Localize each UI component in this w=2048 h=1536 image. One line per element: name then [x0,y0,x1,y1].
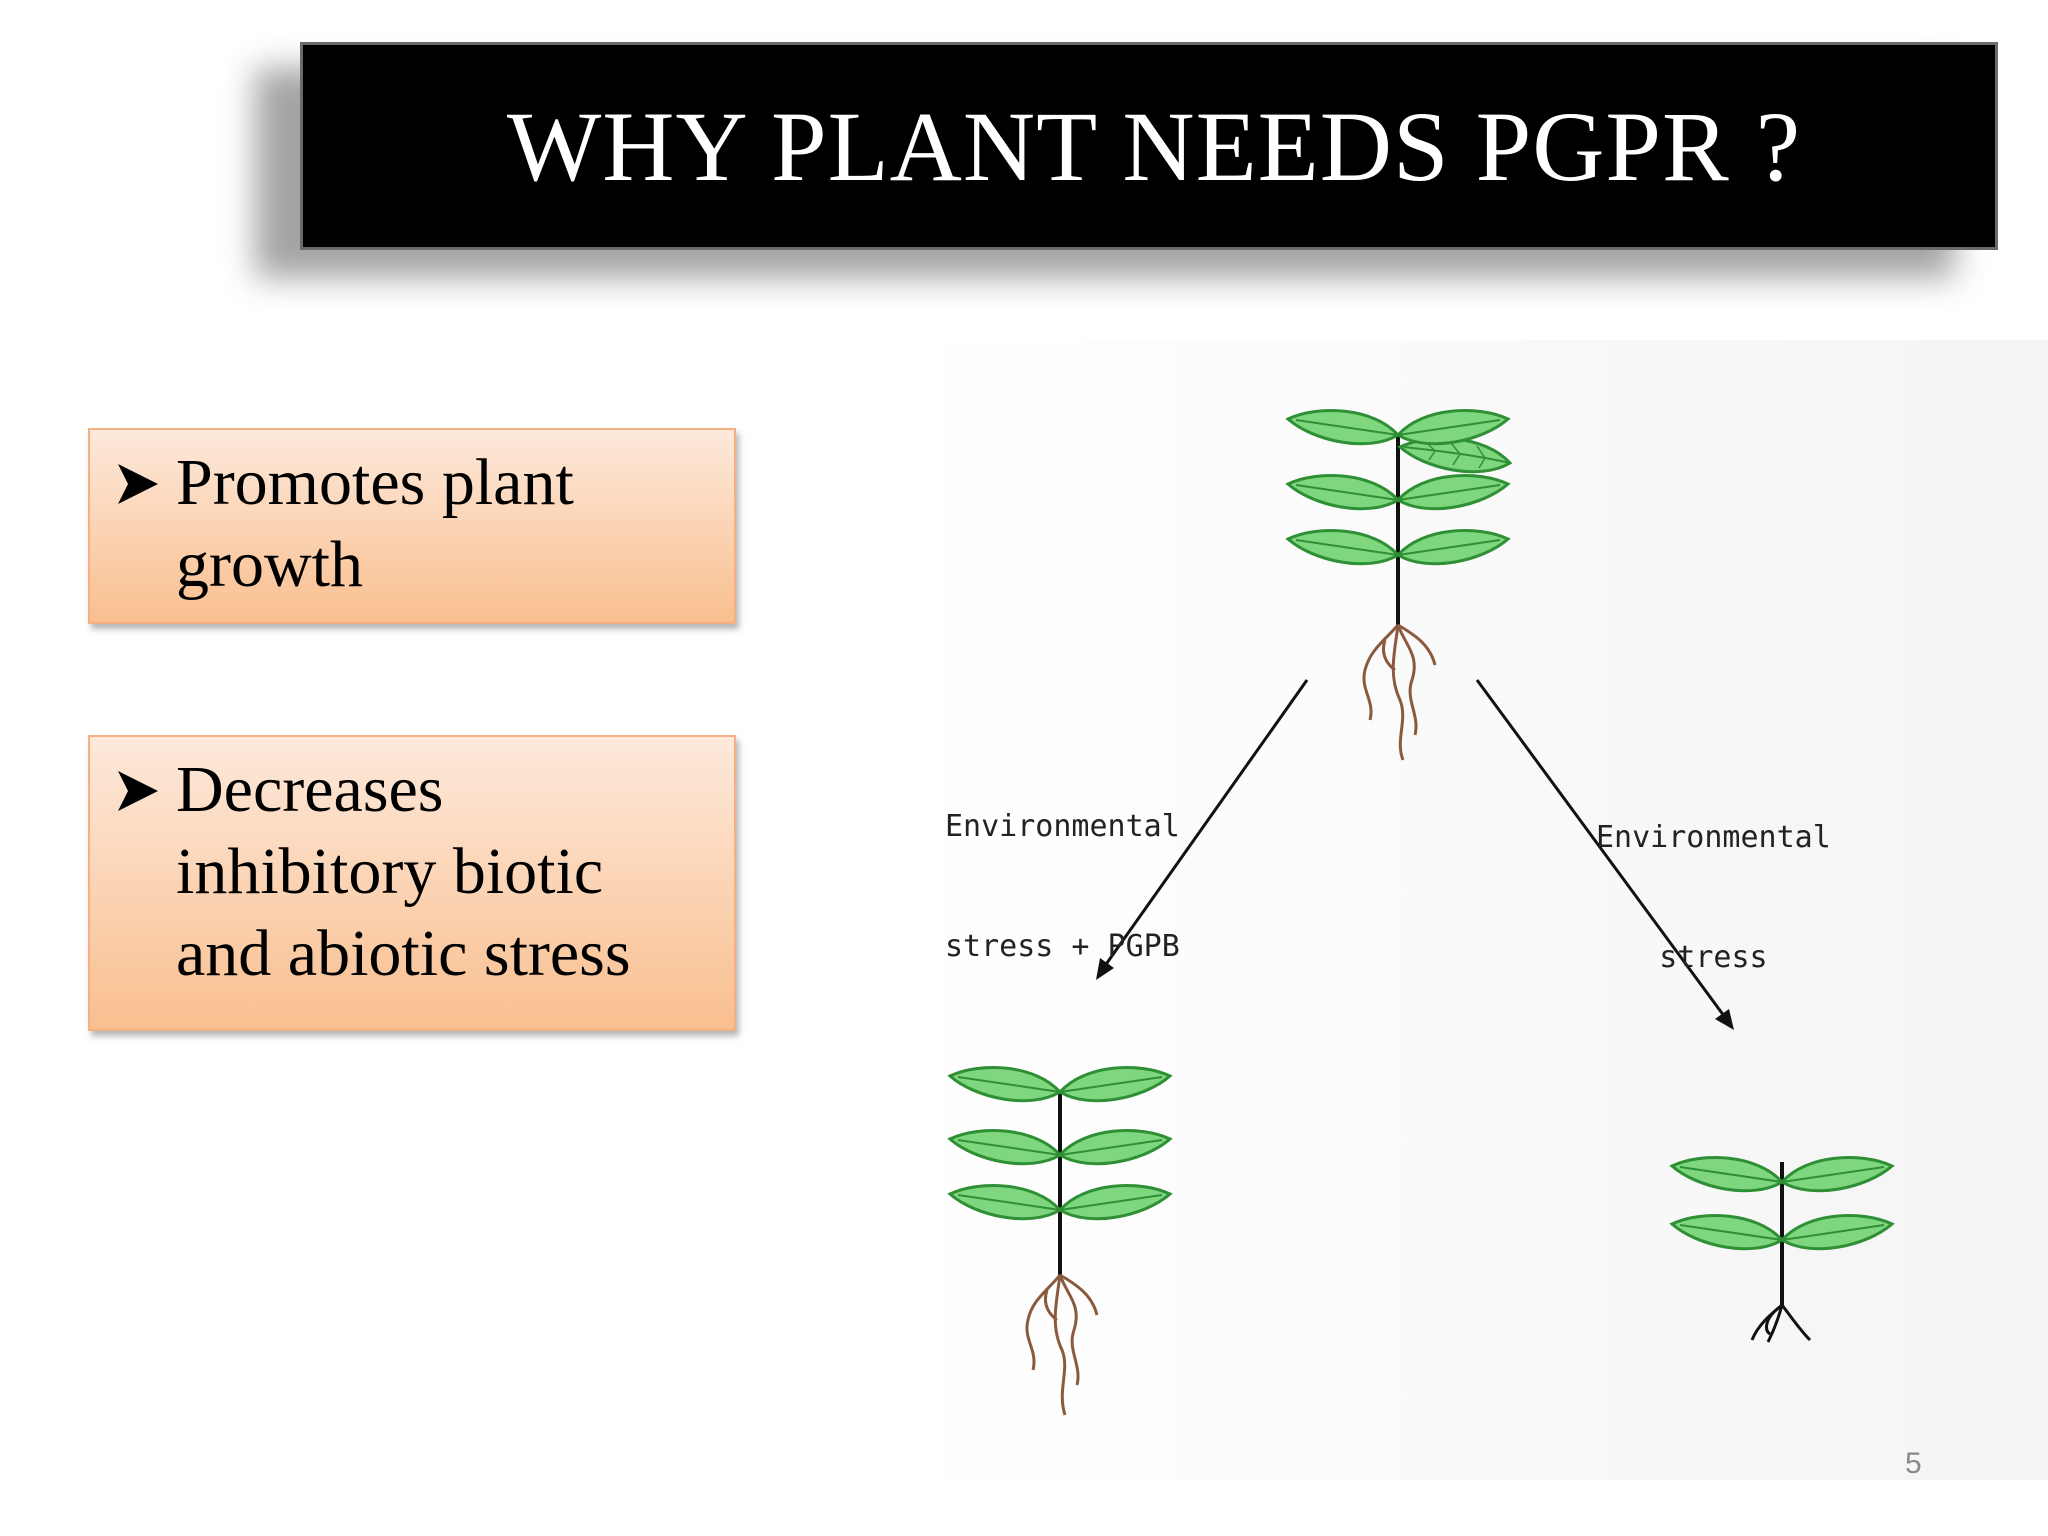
bullet-line: growth [176,528,363,601]
healthy-plant-top [1285,409,1512,761]
arrow-to-stressed-plant [1475,679,1734,1030]
bullet-line: inhibitory biotic [176,835,604,908]
arrowhead-bullet-icon [118,464,158,504]
plant-stress-diagram: Environmental stress + PGPB Environmenta… [900,340,2048,1480]
label-stress-only: Environmental stress [1596,738,1831,1058]
label-line: stress + PGPB [945,929,1180,964]
bullet-line: and abiotic stress [176,917,631,990]
arrow-to-pgpb-plant [1096,679,1309,980]
label-line: Environmental [945,809,1180,844]
pgpb-plant-bottom-left [947,1066,1173,1416]
label-stress-with-pgpb: Environmental stress + PGPB [945,727,1180,1047]
label-line: stress [1659,940,1768,975]
arrowhead-bullet-icon [118,771,158,811]
plant-illustration [947,409,1895,1416]
title-bar: WHY PLANT NEEDS PGPR ? [300,42,1998,250]
page-number: 5 [1905,1447,1922,1480]
slide-title: WHY PLANT NEEDS PGPR ? [506,90,1802,202]
bullet-box-decreases-stress: Decreases inhibitory biotic and abiotic … [88,735,736,1031]
stressed-plant-bottom-right [1669,1156,1895,1343]
bullet-line: Promotes plant [176,446,574,519]
bullet-line: Decreases [176,753,444,826]
bullet-box-promotes-growth: Promotes plant growth [88,428,736,624]
label-line: Environmental [1596,820,1831,855]
